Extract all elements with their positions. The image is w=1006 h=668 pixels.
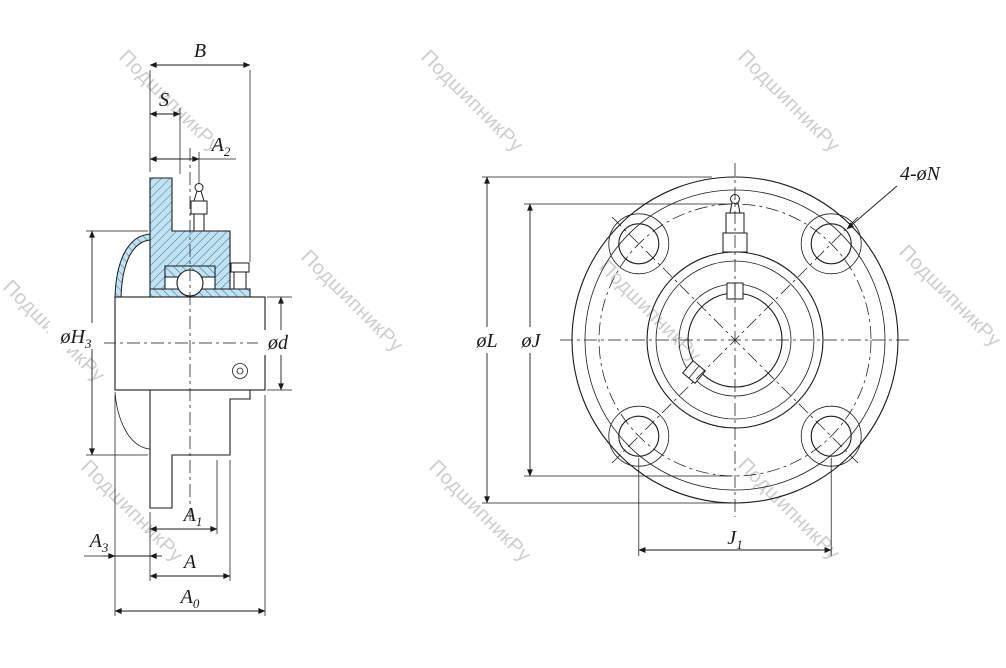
bolt-boss (608, 213, 670, 275)
dimension-B: B (149, 40, 251, 262)
dim-label-J1: J1 (727, 527, 742, 552)
bolt-circle-centerline (598, 203, 872, 477)
dimension-N: 4-øN (846, 163, 942, 230)
dim-label-S: S (159, 89, 169, 111)
watermark-text: ПодшипникРу (416, 46, 527, 157)
dimension-A3: A3 (84, 395, 162, 616)
grease-fitting-side (190, 183, 208, 232)
dim-label-L: øL (475, 330, 497, 352)
watermark-text: ПодшипникРу (296, 246, 407, 357)
bolt-hole (810, 223, 852, 265)
bolt-boss (800, 213, 862, 275)
set-screw-lower-left (682, 360, 706, 384)
dimension-A: A (149, 460, 231, 581)
watermark-text: ПодшипникРу (424, 456, 535, 567)
watermark-text: ПодшипникРу (894, 241, 1005, 352)
bolt-hole (810, 415, 852, 457)
dim-label-A0: A0 (179, 586, 200, 611)
dim-label-A2: A2 (210, 134, 231, 159)
dim-label-H3: øH3 (60, 326, 92, 351)
dim-label-d: ød (267, 332, 289, 354)
dimension-J1: J1 (638, 458, 832, 556)
diagonal-centerline (611, 216, 859, 464)
dimension-J: øJ (510, 203, 731, 477)
dimension-A0: A0 (114, 395, 266, 616)
front-view: øL øJ J1 4-øN (464, 163, 942, 556)
dimension-A2: A2 (149, 134, 236, 183)
dimension-L: øL (464, 176, 731, 504)
dimension-A1: A1 (149, 460, 218, 581)
dim-label-J: øJ (521, 330, 542, 352)
set-screw-hole-side (232, 363, 248, 379)
dim-label-A: A (182, 551, 197, 573)
bolt-hole (618, 223, 660, 265)
housing-lower-outline (149, 390, 251, 509)
dimension-S: S (149, 89, 181, 174)
watermark-text: ПодшипникРу (114, 46, 225, 157)
bolt-hole (618, 415, 660, 457)
watermark-text: ПодшипникРу (733, 46, 844, 157)
dimension-d: ød (258, 296, 298, 391)
dim-label-A1: A1 (182, 504, 203, 529)
end-cover-lower-outline (114, 391, 151, 450)
dim-label-N: 4-øN (900, 163, 942, 185)
set-screw-side (230, 262, 250, 290)
dim-label-A3: A3 (88, 530, 109, 555)
side-section-view: B S A2 øH3 ød (48, 40, 298, 616)
dimension-H3: øH3 (48, 230, 148, 456)
watermark-text: ПодшипникРу (733, 454, 844, 565)
end-cover-section (114, 233, 151, 298)
dim-label-B: B (194, 40, 206, 62)
